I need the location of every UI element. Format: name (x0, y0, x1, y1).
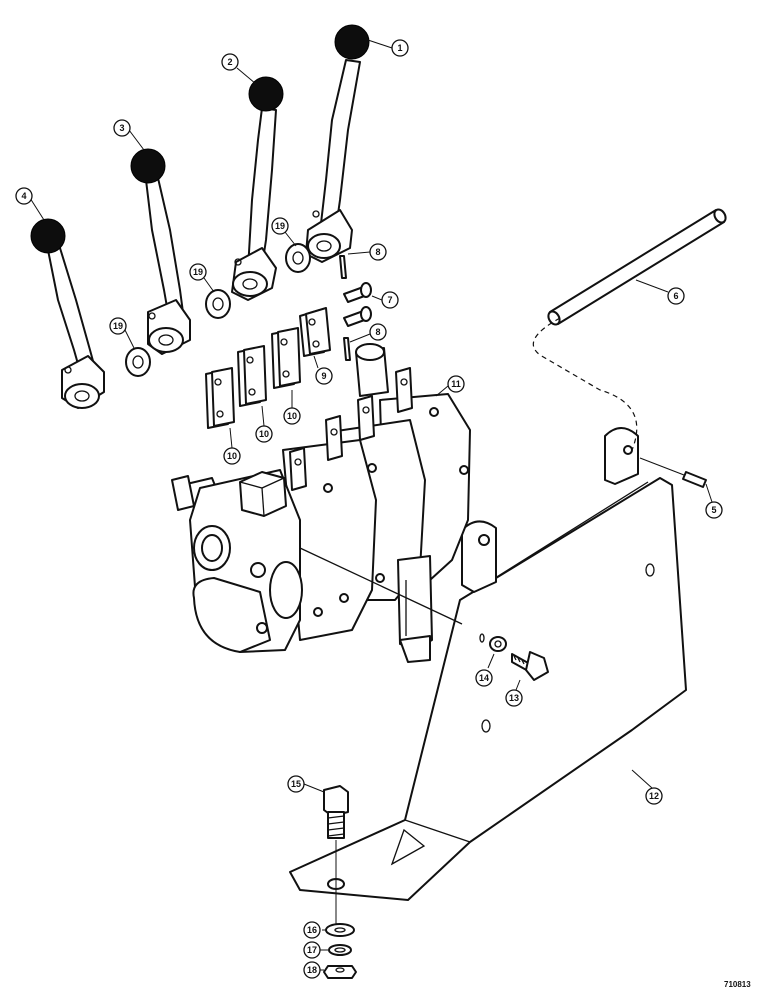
svg-text:19: 19 (113, 321, 123, 331)
link-10-c (271, 327, 301, 389)
svg-text:13: 13 (509, 693, 519, 703)
svg-text:8: 8 (375, 247, 380, 257)
cap-screw-13 (511, 651, 549, 681)
svg-text:10: 10 (227, 451, 237, 461)
lock-washer-17 (328, 944, 352, 956)
control-lever-1 (305, 24, 370, 263)
link-9 (299, 307, 331, 357)
callout-10-b: 10 (255, 425, 273, 443)
svg-text:12: 12 (649, 791, 659, 801)
callout-4: 4 (15, 187, 33, 205)
svg-text:19: 19 (275, 221, 285, 231)
callout-11: 11 (447, 375, 465, 393)
svg-text:9: 9 (321, 371, 326, 381)
callout-6: 6 (667, 287, 685, 305)
callout-7: 7 (381, 291, 399, 309)
callout-13: 13 (505, 689, 523, 707)
svg-text:4: 4 (21, 191, 26, 201)
mounting-bracket (289, 427, 687, 901)
callout-16: 16 (303, 921, 321, 939)
svg-text:18: 18 (307, 965, 317, 975)
callout-19-c: 19 (109, 317, 127, 335)
svg-text:10: 10 (259, 429, 269, 439)
callout-8-bottom: 8 (369, 323, 387, 341)
callout-10-c: 10 (283, 407, 301, 425)
svg-text:6: 6 (673, 291, 678, 301)
svg-text:17: 17 (307, 945, 317, 955)
callout-5: 5 (705, 501, 723, 519)
svg-text:10: 10 (287, 411, 297, 421)
pivot-rod (547, 208, 727, 326)
callout-3: 3 (113, 119, 131, 137)
callout-18: 18 (303, 961, 321, 979)
leader-lines (29, 39, 714, 971)
svg-text:11: 11 (451, 379, 461, 389)
svg-text:7: 7 (387, 295, 392, 305)
cotter-pin-8-a (339, 255, 347, 279)
callout-8-top: 8 (369, 243, 387, 261)
callout-10-a: 10 (223, 447, 241, 465)
svg-text:14: 14 (479, 673, 489, 683)
callout-1: 1 (391, 39, 409, 57)
svg-text:15: 15 (291, 779, 301, 789)
callout-19-b: 19 (189, 263, 207, 281)
control-lever-2 (231, 76, 284, 301)
spacer-19-c (125, 347, 151, 377)
control-lever-4 (30, 218, 105, 409)
svg-text:3: 3 (119, 123, 124, 133)
svg-text:5: 5 (711, 505, 716, 515)
control-valve (171, 343, 471, 663)
callout-19-a: 19 (271, 217, 289, 235)
spacer-19-b (205, 289, 231, 319)
lock-washer-14 (479, 633, 507, 652)
svg-text:19: 19 (193, 267, 203, 277)
clevis-pin-7 (343, 282, 372, 327)
callout-14: 14 (475, 669, 493, 687)
callout-12: 12 (645, 787, 663, 805)
cotter-pin-8-b (343, 337, 351, 361)
hex-nut-18 (323, 965, 357, 979)
roll-pin (639, 457, 707, 488)
svg-text:1: 1 (397, 43, 402, 53)
callout-17: 17 (303, 941, 321, 959)
link-10-a (205, 367, 235, 429)
control-lever-3 (130, 148, 191, 355)
svg-text:2: 2 (227, 57, 232, 67)
rod-dashed-path (532, 317, 638, 451)
bolt-15 (323, 785, 349, 930)
callout-15: 15 (287, 775, 305, 793)
link-10-b (237, 345, 267, 407)
spacer-19-a (285, 243, 311, 273)
svg-text:16: 16 (307, 925, 317, 935)
drawing-number: 710813 (724, 980, 751, 989)
svg-text:8: 8 (375, 327, 380, 337)
flat-washer-16 (325, 923, 355, 937)
callout-2: 2 (221, 53, 239, 71)
callout-9: 9 (315, 367, 333, 385)
